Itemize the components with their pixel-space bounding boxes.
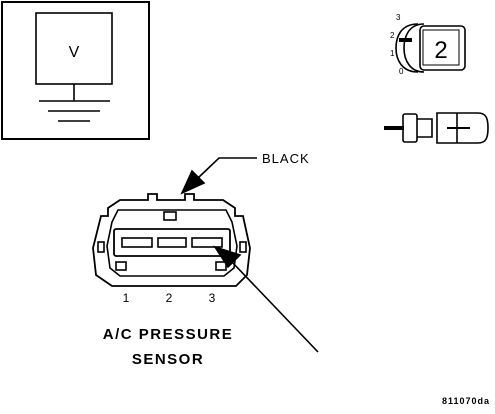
sensor-title-line-1: A/C PRESSURE — [103, 326, 234, 343]
sensor-title-line-2: SENSOR — [132, 351, 204, 368]
ignition-position-2: 2 — [390, 31, 395, 40]
ignition-position-1: 1 — [390, 49, 395, 58]
pressure-sensor-connector — [92, 193, 251, 287]
voltmeter-symbol: V — [69, 44, 80, 61]
ignition-position-0: 0 — [399, 67, 404, 76]
probe-leader-pin-3 — [213, 245, 319, 353]
pin-number-1: 1 — [123, 291, 130, 305]
figure-code: 811070da — [442, 396, 490, 406]
ignition-key-number: 2 — [434, 37, 447, 64]
wire-color-label: BLACK — [262, 151, 310, 166]
pin-number-3: 3 — [209, 291, 216, 305]
disconnected-connector-icon — [384, 112, 489, 144]
voltmeter-icon — [1, 1, 150, 140]
black-wire-leader — [180, 157, 257, 195]
ignition-key-icon — [395, 23, 466, 73]
pin-number-2: 2 — [166, 291, 173, 305]
ignition-position-3: 3 — [396, 13, 401, 22]
